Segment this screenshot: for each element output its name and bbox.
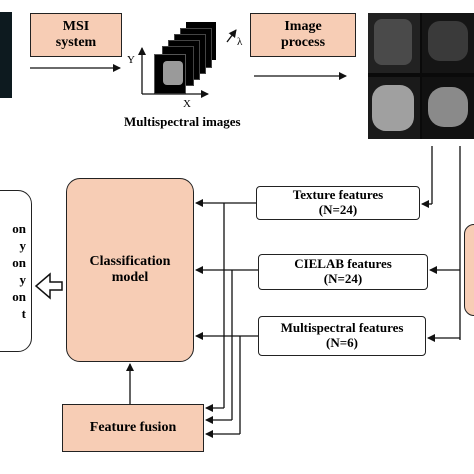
results-text: on y on y on t: [0, 220, 26, 322]
processed-image-2: [422, 13, 474, 73]
cielab-line-2: (N=24): [323, 271, 363, 286]
msi-line-2: system: [55, 35, 97, 50]
cropped-sample-image: [0, 12, 12, 98]
msi-system-box: MSI system: [30, 13, 122, 57]
cielab-features-box: CIELAB features (N=24): [258, 254, 428, 290]
cielab-line-1: CIELAB features: [294, 256, 392, 272]
image-process-line-2: process: [280, 35, 326, 50]
feature-fusion-label: Feature fusion: [89, 419, 177, 435]
output-hollow-arrow: [34, 272, 63, 300]
classification-line-2: model: [111, 270, 149, 285]
axis-x-label: X: [183, 98, 191, 110]
processed-image-1: [368, 13, 420, 73]
feature-fusion-box: Feature fusion: [62, 404, 204, 452]
texture-line-2: (N=24): [318, 202, 358, 217]
multispectral-line-1: Multispectral features: [280, 320, 404, 336]
image-process-line-1: Image: [284, 18, 322, 34]
result-line-4: y: [19, 272, 27, 287]
image-process-box: Image process: [250, 13, 356, 57]
cube-caption: Multispectral images: [124, 114, 241, 129]
processed-images-grid: [368, 13, 474, 139]
texture-features-box: Texture features (N=24): [256, 186, 420, 220]
image-cube: [146, 18, 246, 98]
result-line-1: on: [12, 221, 26, 236]
processed-image-4: [422, 77, 474, 139]
result-line-5: on: [12, 289, 26, 304]
texture-line-1: Texture features: [292, 187, 384, 203]
results-box: [0, 190, 32, 352]
multispectral-line-2: (N=6): [326, 335, 358, 350]
result-line-6: t: [21, 306, 26, 321]
axis-lambda-label: λ: [237, 36, 243, 48]
result-line-3: on: [12, 255, 26, 270]
classification-line-1: Classification: [89, 253, 171, 269]
msi-line-1: MSI: [62, 18, 90, 34]
result-line-2: y: [19, 238, 27, 253]
processed-image-3: [368, 77, 420, 139]
multispectral-features-box: Multispectral features (N=6): [258, 316, 426, 356]
axis-y-label: Y: [127, 54, 135, 66]
classification-model-box: Classification model: [66, 178, 194, 362]
